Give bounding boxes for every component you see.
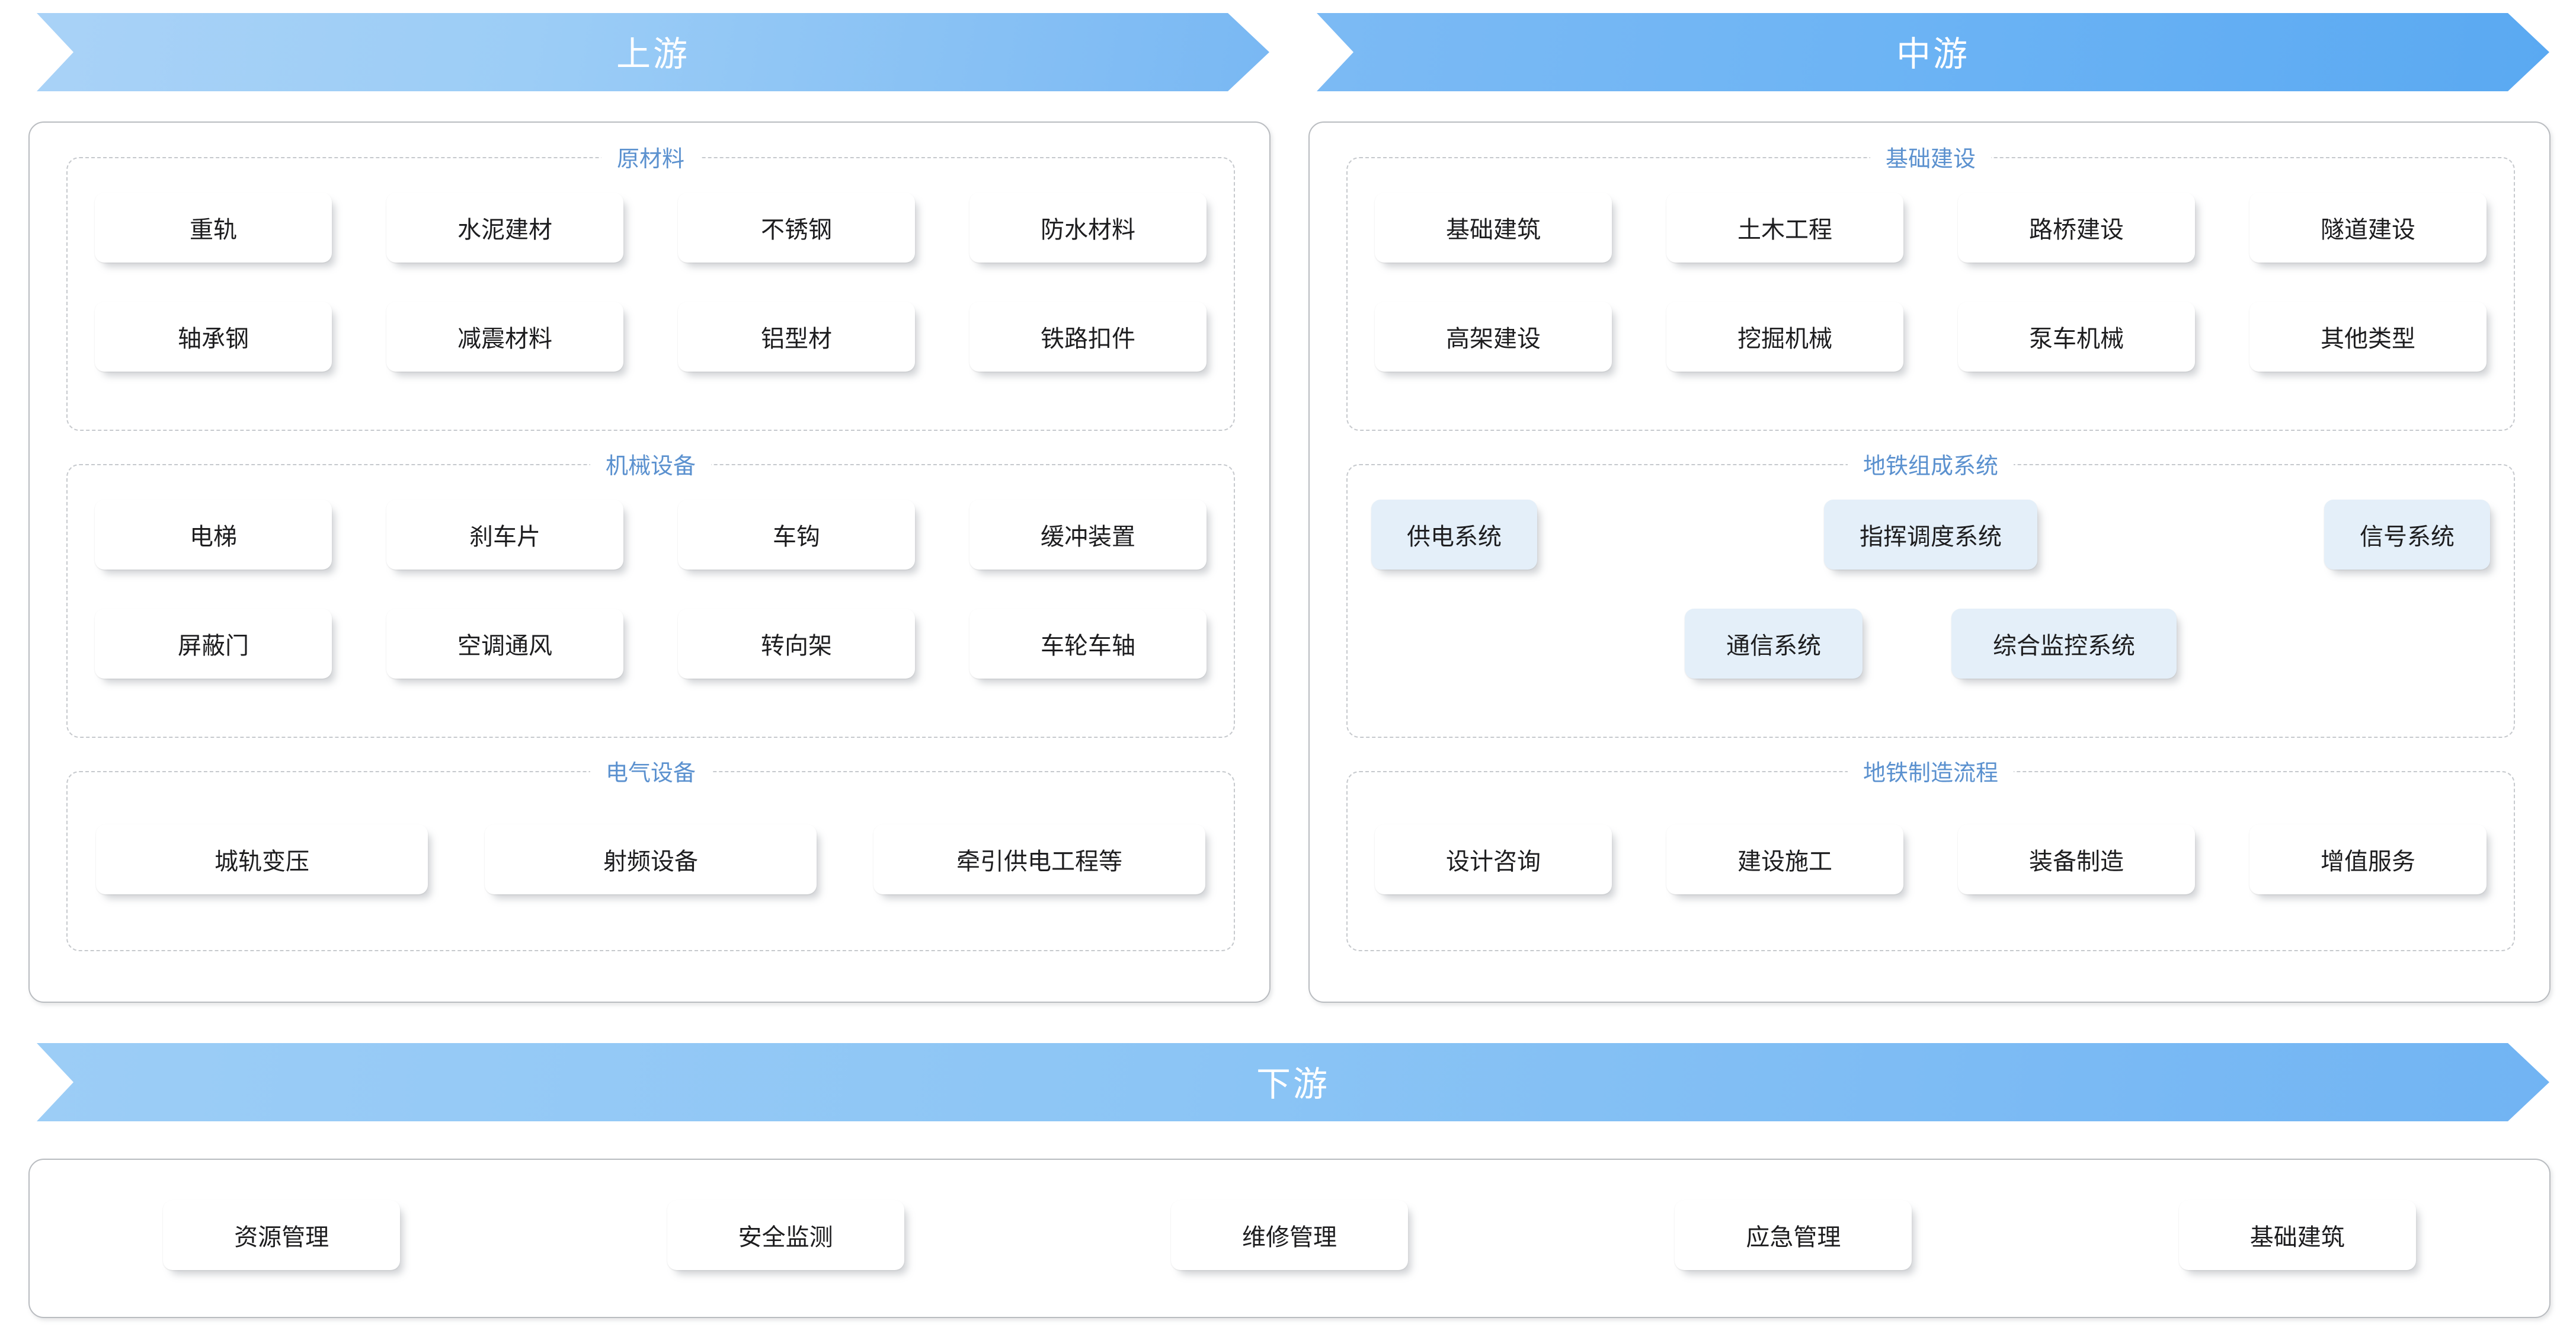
- card-item[interactable]: 铁路扣件: [969, 302, 1207, 372]
- card-item[interactable]: 防水材料: [969, 193, 1207, 263]
- card-item[interactable]: 空调通风: [386, 609, 623, 679]
- card-item[interactable]: 车钩: [678, 500, 915, 570]
- group-row: 高架建设 挖掘机械 泵车机械 其他类型: [1348, 302, 2514, 372]
- group-electrical-equipment: 电气设备 城轨变压 射频设备 牵引供电工程等: [66, 754, 1235, 951]
- card-item[interactable]: 基础建筑: [1375, 193, 1612, 263]
- group-row: 通信系统 综合监控系统: [1348, 609, 2514, 679]
- card-item[interactable]: 射频设备: [485, 824, 817, 894]
- card-item[interactable]: 维修管理: [1170, 1200, 1408, 1270]
- group-infrastructure-construction: 基础建设 基础建筑 土木工程 路桥建设 隧道建设 高架建设 挖掘机械 泵车机械 …: [1346, 140, 2515, 431]
- card-item[interactable]: 其他类型: [2249, 302, 2487, 372]
- card-item[interactable]: 不锈钢: [678, 193, 915, 263]
- group-title-raw-materials: 原材料: [601, 140, 700, 173]
- card-item[interactable]: 减震材料: [386, 302, 623, 372]
- card-item[interactable]: 通信系统: [1685, 609, 1863, 679]
- banner-midstream-label: 中游: [1896, 35, 1970, 73]
- card-item[interactable]: 隧道建设: [2249, 193, 2487, 263]
- card-item[interactable]: 综合监控系统: [1951, 609, 2177, 679]
- card-item[interactable]: 基础建筑: [2178, 1200, 2416, 1270]
- banner-downstream-label: 下游: [1256, 1065, 1330, 1104]
- card-item[interactable]: 增值服务: [2249, 824, 2487, 894]
- group-subway-systems: 地铁组成系统 供电系统 指挥调度系统 信号系统 通信系统 综合监控系统: [1346, 447, 2515, 738]
- card-item[interactable]: 缓冲装置: [969, 500, 1207, 570]
- card-item[interactable]: 设计咨询: [1375, 824, 1612, 894]
- banner-upstream-label: 上游: [616, 35, 690, 73]
- group-row: 设计咨询 建设施工 装备制造 增值服务: [1348, 824, 2514, 894]
- card-item[interactable]: 土木工程: [1666, 193, 1903, 263]
- group-row: 基础建筑 土木工程 路桥建设 隧道建设: [1348, 193, 2514, 263]
- group-title-subway-manufacturing-process: 地铁制造流程: [1847, 754, 2014, 787]
- banner-downstream: 下游: [37, 1043, 2549, 1121]
- panel-upstream: 原材料 重轨 水泥建材 不锈钢 防水材料 轴承钢 减震材料 铝型材 铁路扣件 机…: [28, 121, 1271, 1003]
- group-row: 重轨 水泥建材 不锈钢 防水材料: [68, 193, 1234, 263]
- group-row: 城轨变压 射频设备 牵引供电工程等: [68, 824, 1234, 894]
- card-item[interactable]: 指挥调度系统: [1824, 500, 2037, 570]
- card-item[interactable]: 资源管理: [163, 1200, 401, 1270]
- panel-midstream: 基础建设 基础建筑 土木工程 路桥建设 隧道建设 高架建设 挖掘机械 泵车机械 …: [1308, 121, 2551, 1003]
- group-row: 轴承钢 减震材料 铝型材 铁路扣件: [68, 302, 1234, 372]
- card-item[interactable]: 挖掘机械: [1666, 302, 1903, 372]
- group-subway-manufacturing-process: 地铁制造流程 设计咨询 建设施工 装备制造 增值服务: [1346, 754, 2515, 951]
- card-item[interactable]: 路桥建设: [1958, 193, 2195, 263]
- card-item[interactable]: 应急管理: [1675, 1200, 1912, 1270]
- card-item[interactable]: 转向架: [678, 609, 915, 679]
- group-mechanical-equipment: 机械设备 电梯 刹车片 车钩 缓冲装置 屏蔽门 空调通风 转向架 车轮车轴: [66, 447, 1235, 738]
- card-item[interactable]: 电梯: [95, 500, 332, 570]
- card-item[interactable]: 水泥建材: [386, 193, 623, 263]
- card-item[interactable]: 车轮车轴: [969, 609, 1207, 679]
- group-title-subway-systems: 地铁组成系统: [1847, 447, 2014, 480]
- card-item[interactable]: 信号系统: [2324, 500, 2490, 570]
- group-title-mechanical-equipment: 机械设备: [590, 447, 712, 480]
- downstream-row: 资源管理 安全监测 维修管理 应急管理 基础建筑: [30, 1200, 2549, 1270]
- card-item[interactable]: 建设施工: [1666, 824, 1903, 894]
- card-item[interactable]: 装备制造: [1958, 824, 2195, 894]
- group-row: 供电系统 指挥调度系统 信号系统: [1348, 500, 2514, 570]
- card-item[interactable]: 刹车片: [386, 500, 623, 570]
- card-item[interactable]: 安全监测: [667, 1200, 904, 1270]
- card-item[interactable]: 轴承钢: [95, 302, 332, 372]
- group-title-infrastructure-construction: 基础建设: [1870, 140, 1992, 173]
- card-item[interactable]: 屏蔽门: [95, 609, 332, 679]
- card-item[interactable]: 牵引供电工程等: [873, 824, 1205, 894]
- card-item[interactable]: 重轨: [95, 193, 332, 263]
- group-row: 屏蔽门 空调通风 转向架 车轮车轴: [68, 609, 1234, 679]
- card-item[interactable]: 铝型材: [678, 302, 915, 372]
- card-item[interactable]: 城轨变压: [96, 824, 428, 894]
- panel-downstream: 资源管理 安全监测 维修管理 应急管理 基础建筑: [28, 1159, 2551, 1318]
- group-row: 电梯 刹车片 车钩 缓冲装置: [68, 500, 1234, 570]
- card-item[interactable]: 供电系统: [1371, 500, 1537, 570]
- banner-midstream: 中游: [1317, 13, 2549, 91]
- banner-upstream: 上游: [37, 13, 1269, 91]
- group-raw-materials: 原材料 重轨 水泥建材 不锈钢 防水材料 轴承钢 减震材料 铝型材 铁路扣件: [66, 140, 1235, 431]
- card-item[interactable]: 高架建设: [1375, 302, 1612, 372]
- group-title-electrical-equipment: 电气设备: [590, 754, 712, 787]
- card-item[interactable]: 泵车机械: [1958, 302, 2195, 372]
